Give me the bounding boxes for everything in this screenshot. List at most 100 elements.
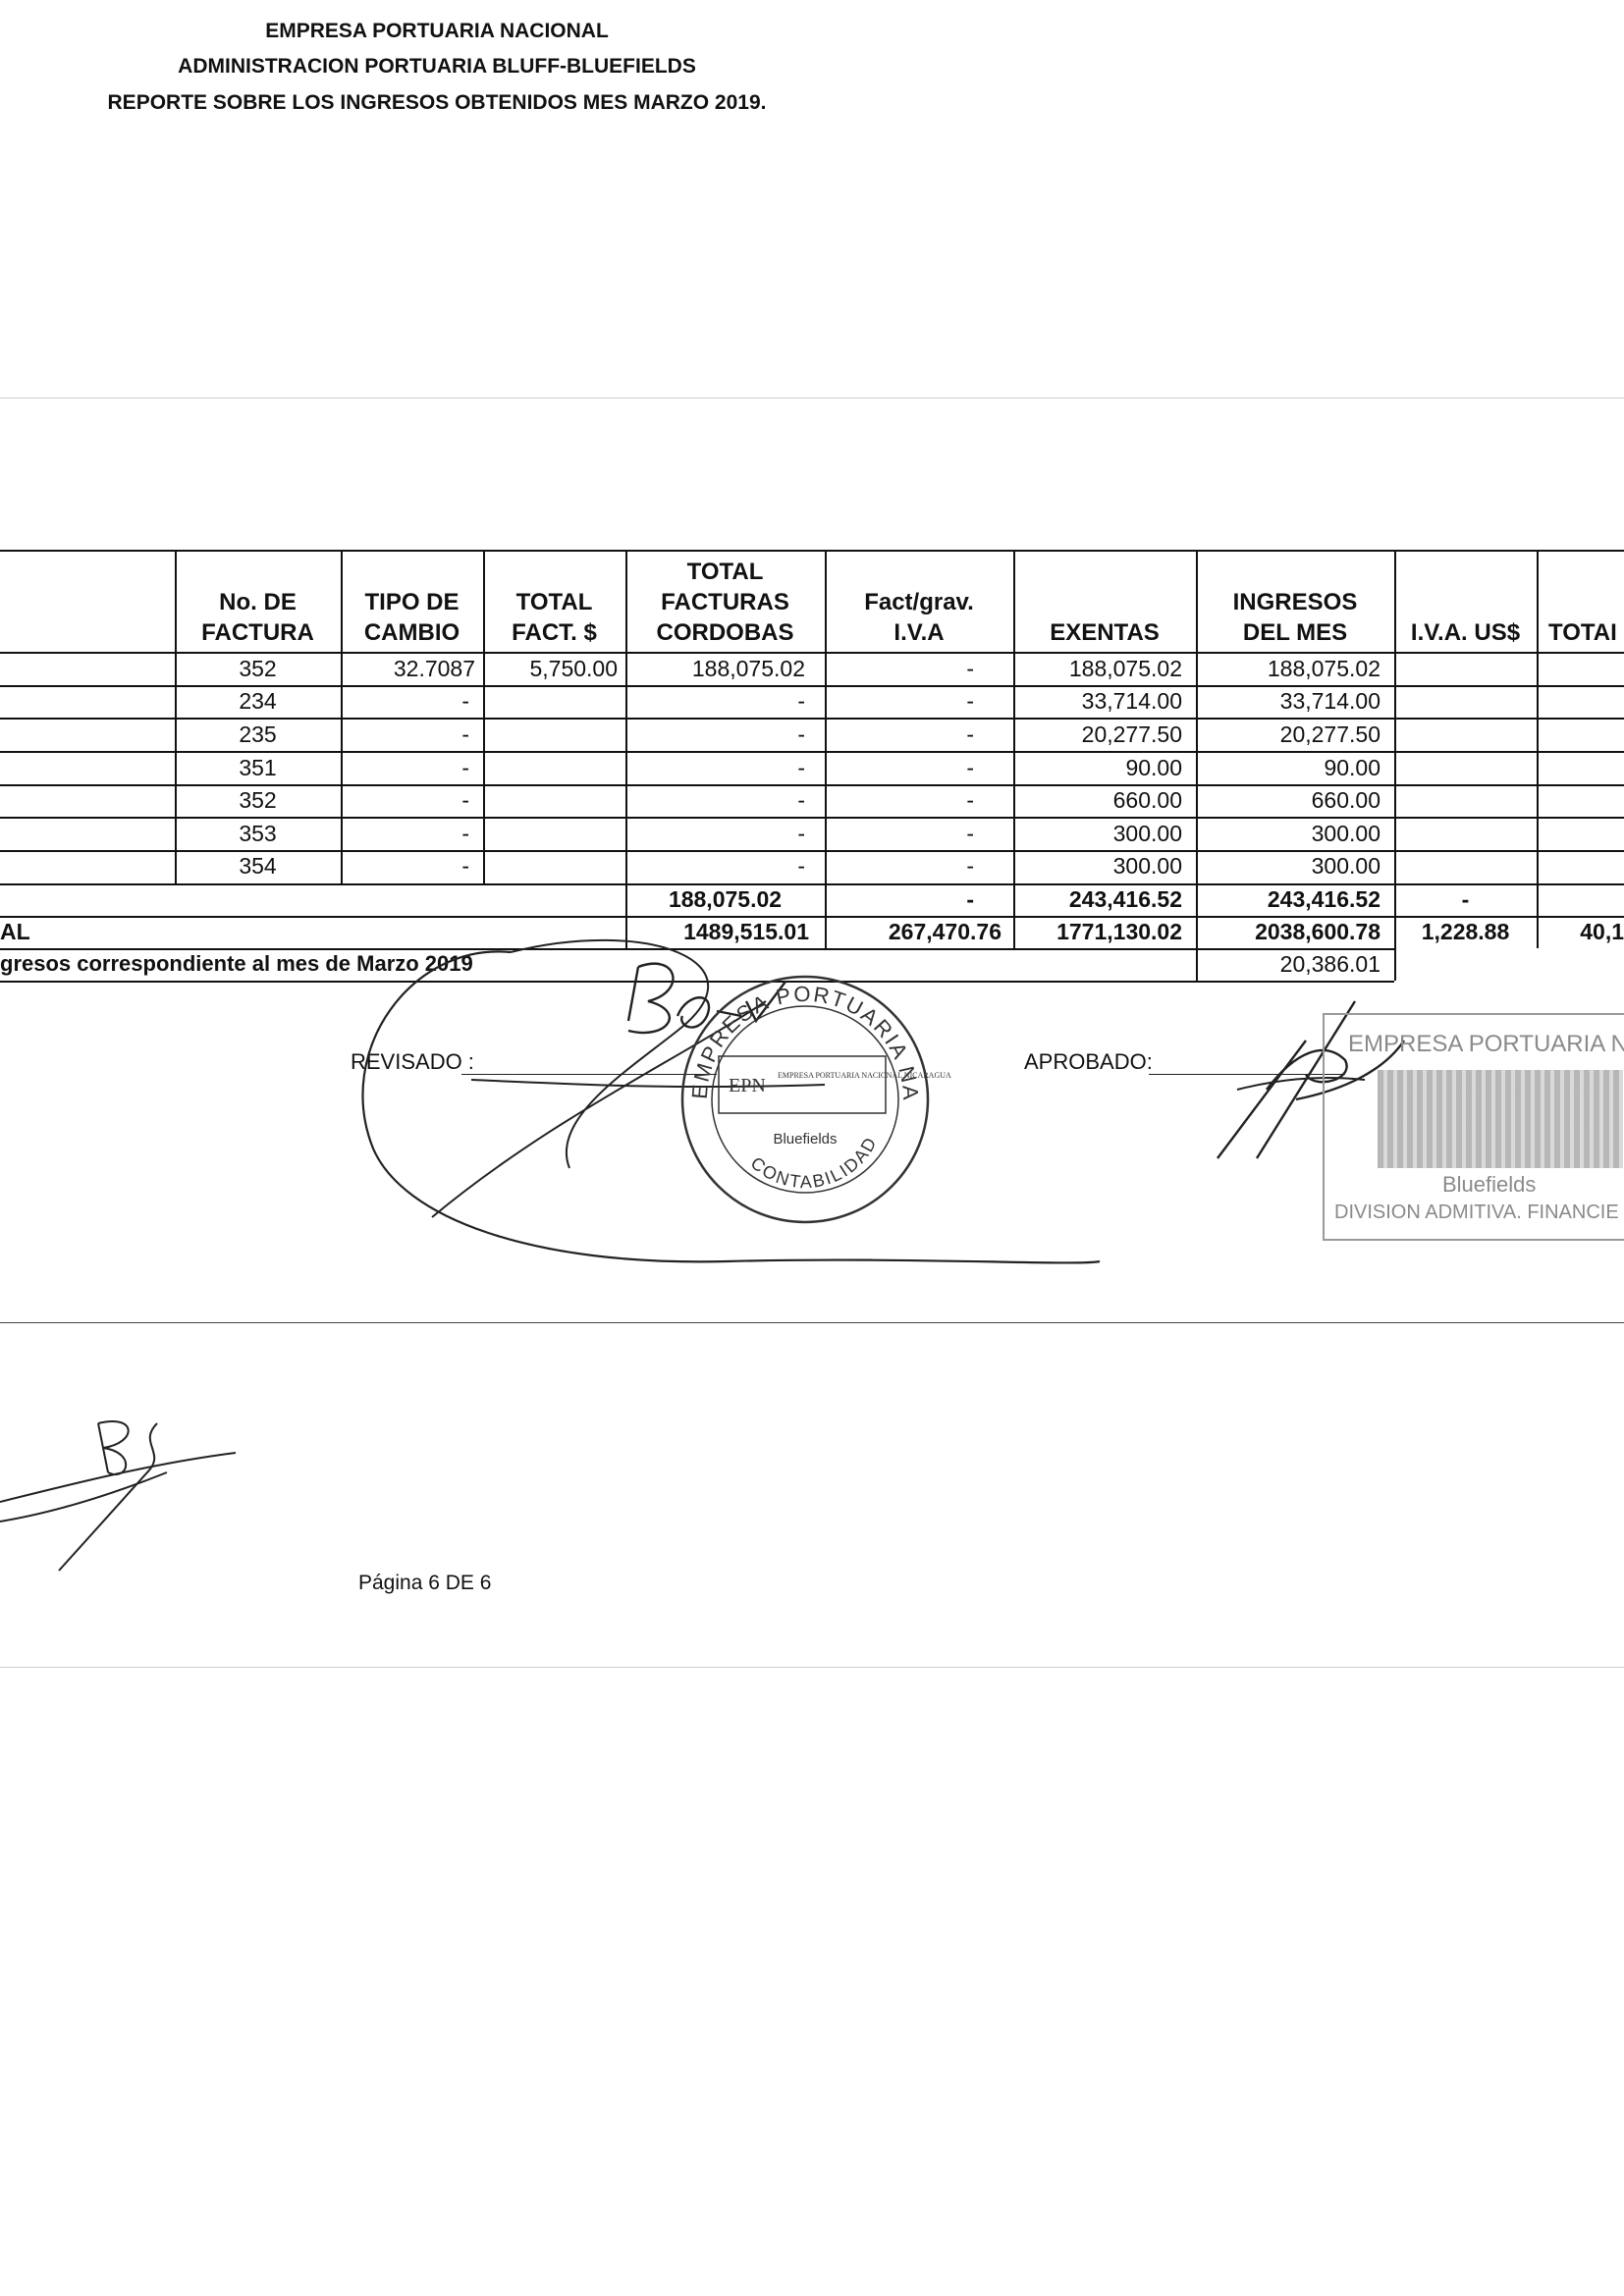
page-separator	[0, 1322, 1624, 1323]
col-header-text: TOTAL FACTURAS CORDOBAS	[656, 559, 794, 646]
cell-total-cordobas: -	[797, 853, 805, 879]
cell-fact-grav: -	[966, 853, 974, 879]
table-rule	[0, 784, 1624, 786]
company-name: EMPRESA PORTUARIA NACIONAL	[265, 20, 609, 42]
cell-tipo-cambio: -	[461, 853, 469, 879]
cell-tipo-cambio: -	[461, 721, 469, 747]
cell-fact-grav: -	[966, 821, 974, 846]
table-rule	[0, 685, 1624, 687]
total-iva-usd: 1,228.88	[1421, 919, 1510, 944]
contabilidad-round-stamp: EMPRESA PORTUARIA NACIONAL CONTABILIDAD …	[658, 942, 951, 1224]
table-rule	[1537, 550, 1539, 948]
cell-factura: 352	[239, 656, 277, 681]
col-header-iva-usd: I.V.A. US$	[1394, 550, 1537, 652]
cell-factura: 352	[239, 787, 277, 813]
initials-signature	[0, 1420, 237, 1572]
table-rule	[483, 550, 485, 883]
cell-exentas: 20,277.50	[1081, 721, 1182, 747]
cell-factura: 235	[239, 721, 277, 747]
cell-exentas: 90.00	[1125, 755, 1182, 780]
page-bottom-edge	[0, 1667, 1624, 1668]
cell-exentas: 300.00	[1112, 853, 1182, 879]
cell-tipo-cambio: -	[461, 755, 469, 780]
total-total: 40,1	[1580, 919, 1624, 944]
cell-factura: 354	[239, 853, 277, 879]
table-rule	[625, 550, 627, 948]
note-label: gresos correspondiente al mes de Marzo 2…	[0, 951, 473, 976]
table-rule	[1196, 550, 1198, 981]
cell-total-fact-usd: 5,750.00	[529, 656, 618, 681]
cell-total-cordobas: -	[797, 787, 805, 813]
administration-name: ADMINISTRACION PORTUARIA BLUFF-BLUEFIELD…	[178, 55, 696, 78]
cell-ingresos: 20,277.50	[1279, 721, 1380, 747]
cell-factura: 234	[239, 688, 277, 714]
table-rule	[0, 981, 1394, 983]
table-rule	[175, 550, 177, 883]
rect-stamp-emblem	[1378, 1070, 1623, 1168]
aprobado-line	[1149, 1074, 1345, 1075]
aprobado-label: APROBADO:	[1024, 1049, 1153, 1074]
subtotal-cordobas: 188,075.02	[668, 886, 783, 912]
report-title: REPORTE SOBRE LOS INGRESOS OBTENIDOS MES…	[107, 91, 767, 114]
revisado-label: REVISADO :	[351, 1049, 474, 1074]
subtotal-ingresos: 243,416.52	[1267, 886, 1380, 912]
total-ingresos: 2038,600.78	[1255, 919, 1380, 944]
total-exentas: 1771,130.02	[1056, 919, 1182, 944]
page-number: Página 6 DE 6	[358, 1572, 492, 1594]
revisado-line	[461, 1074, 717, 1075]
table-rule	[341, 550, 343, 883]
table-rule	[0, 718, 1624, 720]
revisado-signature	[361, 938, 1101, 1264]
cell-tipo-cambio: 32.7087	[393, 656, 475, 681]
col-header-tipo-cambio: TIPO DE CAMBIO	[341, 550, 483, 652]
cell-ingresos: 90.00	[1324, 755, 1380, 780]
cell-exentas: 660.00	[1112, 787, 1182, 813]
cell-ingresos: 300.00	[1311, 853, 1380, 879]
col-header-total-fact-usd: TOTAL FACT. $	[483, 550, 625, 652]
note-value: 20,386.01	[1279, 951, 1380, 977]
cell-ingresos: 33,714.00	[1279, 688, 1380, 714]
subtotal-iva-usd: -	[1461, 886, 1470, 912]
subtotal-exentas: 243,416.52	[1068, 886, 1182, 912]
table-rule	[0, 751, 1624, 753]
table-rule	[0, 652, 1624, 654]
subtotal-fact-grav: -	[966, 886, 974, 912]
cell-tipo-cambio: -	[461, 821, 469, 846]
table-rule	[0, 883, 1624, 885]
rect-stamp-bottom-text: DIVISION ADMITIVA. FINANCIE	[1334, 1201, 1619, 1223]
income-table: No. DE FACTURA TIPO DE CAMBIO TOTAL FACT…	[0, 550, 1624, 983]
cell-ingresos: 300.00	[1311, 821, 1380, 846]
col-header-text: TOTAI	[1548, 619, 1617, 646]
stamp-city-text: Bluefields	[773, 1131, 837, 1148]
cell-ingresos: 660.00	[1311, 787, 1380, 813]
col-header-total: TOTAI	[1537, 550, 1624, 652]
total-label: AL	[0, 919, 30, 944]
col-header-fact-grav-iva: Fact/grav. I.V.A	[825, 550, 1013, 652]
cell-total-cordobas: -	[797, 721, 805, 747]
cell-ingresos: 188,075.02	[1267, 656, 1380, 681]
stamp-epn-logo: EPN	[729, 1075, 766, 1096]
cell-fact-grav: -	[966, 656, 974, 681]
col-header-total-cordobas: TOTAL FACTURAS CORDOBAS	[625, 550, 825, 652]
col-header-text: Fact/grav. I.V.A	[864, 589, 974, 646]
cell-tipo-cambio: -	[461, 688, 469, 714]
cell-exentas: 33,714.00	[1081, 688, 1182, 714]
table-rule	[1013, 550, 1015, 948]
table-rule	[0, 550, 1624, 552]
col-header-text: No. DE FACTURA	[201, 589, 314, 646]
table-rule	[0, 850, 1624, 852]
rect-stamp-top-text: EMPRESA PORTUARIA NACIO	[1348, 1031, 1624, 1057]
table-rule	[0, 916, 1624, 918]
col-header-factura: No. DE FACTURA	[175, 550, 341, 652]
table-rule	[1394, 550, 1396, 981]
cell-factura: 351	[239, 755, 277, 780]
aprobado-signature	[1217, 1000, 1405, 1159]
col-header-text: I.V.A. US$	[1410, 619, 1521, 646]
cell-exentas: 300.00	[1112, 821, 1182, 846]
cell-exentas: 188,075.02	[1068, 656, 1182, 681]
table-rule	[0, 948, 1394, 950]
stamp-inner-text: EMPRESA PORTUARIA NACIONAL NICARAGUA	[778, 1071, 951, 1080]
total-cordobas: 1489,515.01	[683, 919, 809, 944]
col-header-exentas: EXENTAS	[1013, 550, 1196, 652]
col-header-text: TIPO DE CAMBIO	[363, 589, 460, 646]
